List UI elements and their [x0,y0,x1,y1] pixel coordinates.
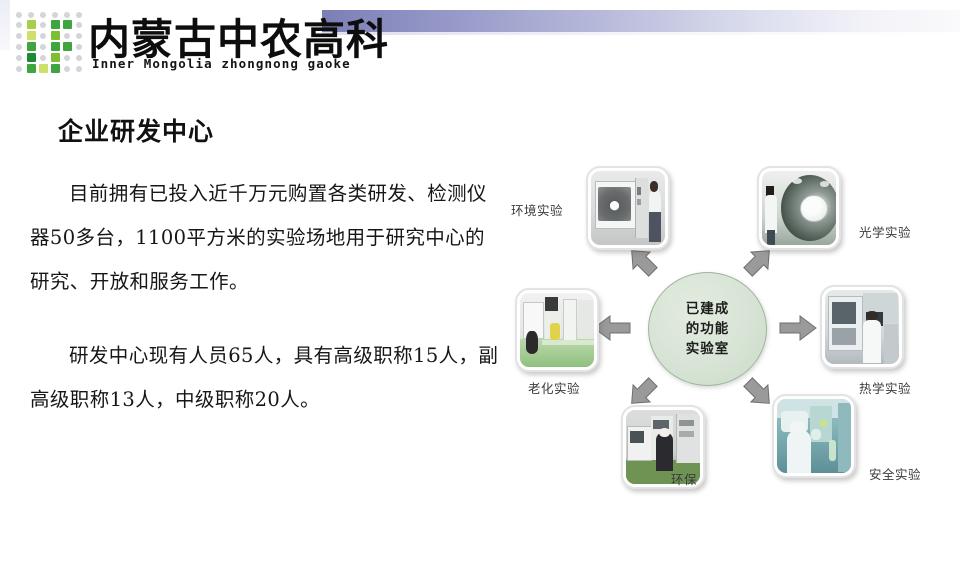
logo-dot-grid-icon [14,11,84,73]
paragraph-staff: 研发中心现有人员65人，具有高级职称15人，副高级职称13人，中级职称20人。 [30,344,499,411]
page-title: 企业研发中心 [58,117,215,146]
hub-line-1: 已建成 [685,301,730,317]
hub-functional-labs: 已建成 的功能 实验室 [648,272,767,386]
header-left-accent [0,0,10,50]
environmental-chamber-photo [591,171,665,245]
arrow-up-left-icon [631,250,658,277]
arrow-right-icon [779,315,817,341]
functional-labs-diagram: 已建成 的功能 实验室 [495,150,960,510]
arrow-down-right-icon [743,377,770,404]
header-band-shadow [322,32,960,35]
arrow-down-left-icon [631,377,658,404]
node-label-environmental-protection: 环保 [671,472,698,487]
node-label-environment: 环境实验 [511,203,564,218]
lab-bench-photo [626,410,700,484]
body-text-column: 目前拥有已投入近千万元购置各类研发、检测仪器50多台，1100平方米的实验场地用… [30,172,500,422]
node-label-aging: 老化实验 [528,381,581,396]
integrating-sphere-photo [762,171,836,245]
hub-line-2: 的功能 [685,321,730,337]
node-label-safety: 安全实验 [869,467,922,482]
header-gradient-band [322,10,960,32]
node-label-optical: 光学实验 [859,225,912,240]
node-thermal[interactable] [820,285,904,369]
node-environmental-protection[interactable] [621,405,705,489]
thermal-test-photo [825,290,899,364]
cleanroom-worker-photo [777,399,851,473]
page-header: 内蒙古中农高科 Inner Mongolia zhongnong gaoke [0,0,960,88]
hub-line-3: 实验室 [685,341,730,357]
node-label-thermal: 热学实验 [859,381,912,396]
node-optical[interactable] [757,166,841,250]
arrow-left-icon [593,315,631,341]
node-environment[interactable] [586,166,670,250]
paragraph-equipment: 目前拥有已投入近千万元购置各类研发、检测仪器50多台，1100平方米的实验场地用… [30,182,487,293]
node-safety[interactable] [772,394,856,478]
aging-lab-photo [520,293,594,367]
logo-company-name-cn: 内蒙古中农高科 [88,15,390,64]
arrow-up-right-icon [743,250,770,277]
node-aging[interactable] [515,288,599,372]
logo-company-name-en: Inner Mongolia zhongnong gaoke [92,56,351,71]
